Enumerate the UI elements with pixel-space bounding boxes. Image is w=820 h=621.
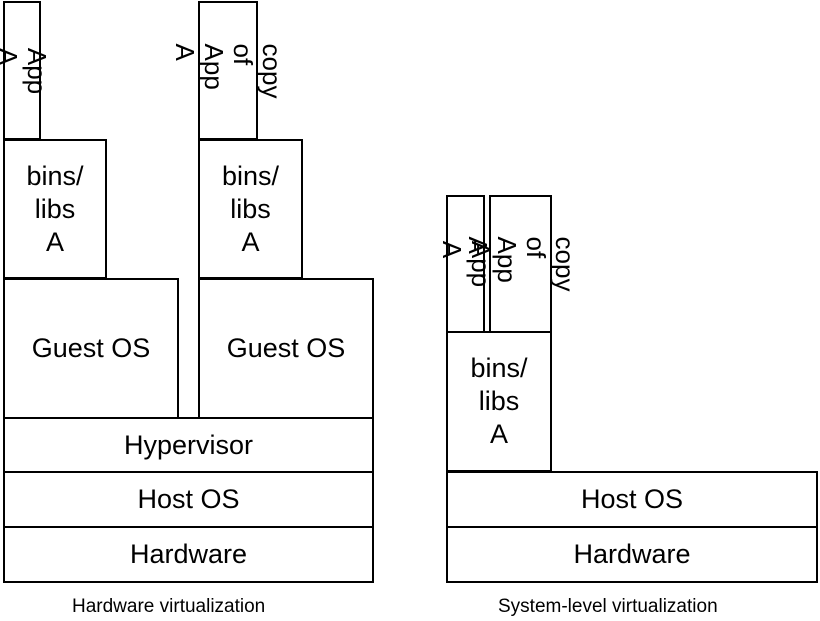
sys-bins-libs-box: bins/ libs A	[446, 331, 552, 472]
hw-guest-os-left-label: Guest OS	[31, 333, 151, 363]
hw-app-a-box: App A	[0, 1, 52, 140]
sys-app-a-box: App A	[437, 195, 496, 333]
sys-hardware-box: Hardware	[446, 526, 818, 583]
hw-guest-os-right-label: Guest OS	[226, 333, 346, 363]
hw-hypervisor-label: Hypervisor	[123, 429, 254, 460]
hw-guest-os-left-box: Guest OS	[3, 278, 179, 419]
hw-copy-app-a-box: copy of App A	[170, 1, 287, 140]
sys-copy-app-a-box: copy of App A	[463, 195, 580, 333]
sys-bins-libs-label: bins/ libs A	[470, 353, 528, 449]
sys-copy-app-a-label: copy of App A	[462, 236, 580, 292]
hw-bins-libs-left-box: bins/ libs A	[3, 139, 107, 279]
hw-guest-os-right-box: Guest OS	[198, 278, 374, 419]
hw-caption: Hardware virtualization	[72, 596, 266, 617]
hw-hypervisor-box: Hypervisor	[3, 417, 374, 473]
hw-host-os-box: Host OS	[3, 471, 374, 528]
sys-host-os-label: Host OS	[580, 484, 684, 514]
sys-host-os-box: Host OS	[446, 471, 818, 528]
sys-caption: System-level virtualization	[498, 596, 718, 617]
hw-bins-libs-right-label: bins/ libs A	[221, 160, 280, 257]
hw-app-a-label: App A	[0, 47, 52, 94]
hw-host-os-label: Host OS	[137, 484, 240, 514]
hw-bins-libs-left-label: bins/ libs A	[26, 160, 84, 257]
hw-hardware-label: Hardware	[129, 539, 248, 569]
hw-copy-app-a-label: copy of App A	[170, 43, 287, 98]
hw-bins-libs-right-box: bins/ libs A	[198, 139, 303, 279]
hw-hardware-box: Hardware	[3, 526, 374, 583]
sys-hardware-label: Hardware	[573, 539, 691, 569]
